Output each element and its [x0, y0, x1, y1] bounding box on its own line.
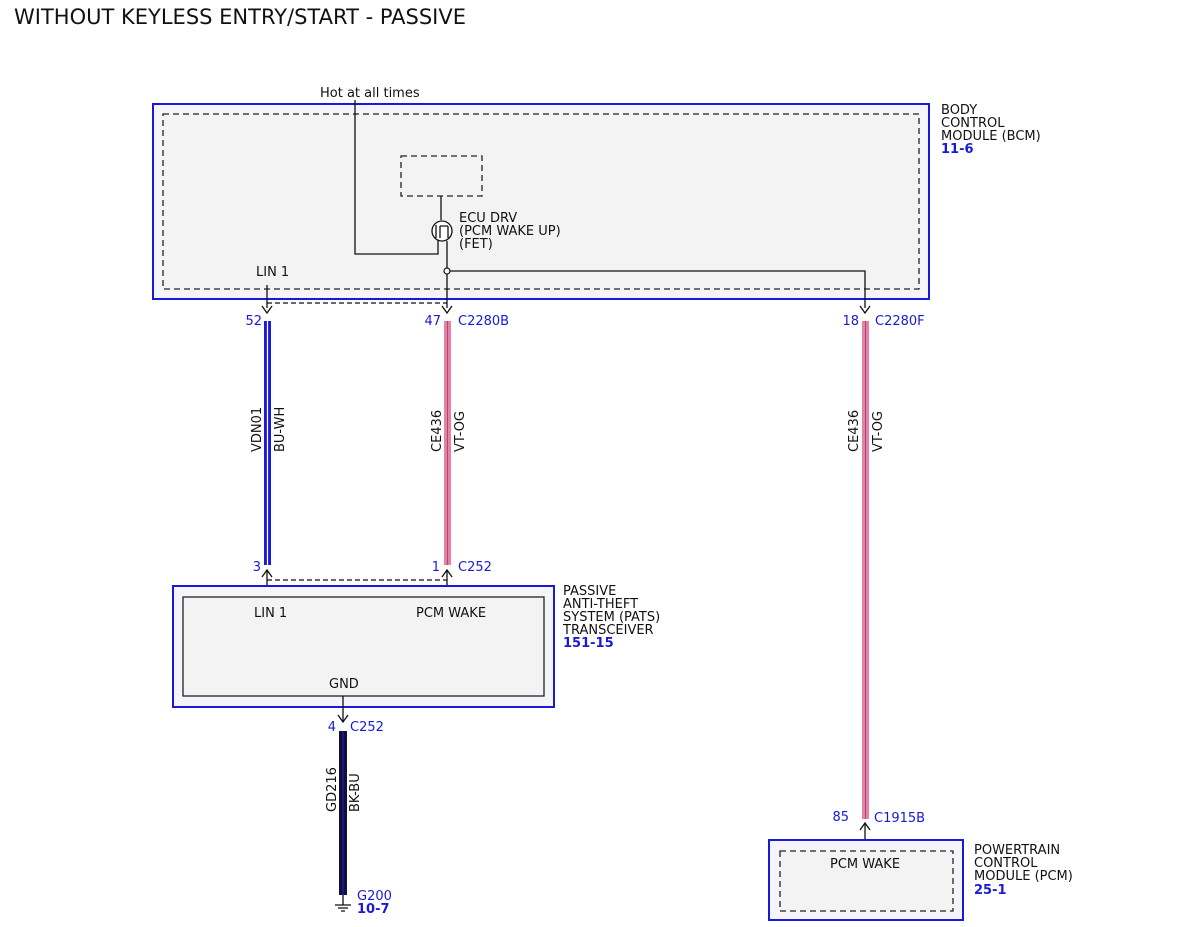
fet-label: ECU DRV (PCM WAKE UP) (FET) [459, 211, 565, 252]
bcm-name: BODY CONTROL MODULE (BCM) [941, 103, 1041, 144]
pats-module[interactable] [172, 585, 555, 708]
pin-3-label: 3 [253, 560, 261, 575]
connector-c2280f-label: C2280F [875, 314, 925, 329]
pin-47-arrow [441, 305, 453, 315]
wire-vdn01-color: BU-WH [273, 407, 288, 452]
wire-ce436-pcm-color: VT-OG [871, 411, 886, 452]
pin-52-arrow [261, 305, 273, 315]
pats-lin-label: LIN 1 [254, 606, 287, 621]
wire-vdn01[interactable] [264, 321, 271, 565]
power-feed-line [354, 100, 439, 255]
pin-52-label: 52 [245, 314, 262, 329]
pin-18-label: 18 [842, 314, 859, 329]
connector-c2280b-label: C2280B [458, 314, 509, 329]
wire-vdn01-circuit: VDN01 [250, 407, 265, 452]
ground-ref-link[interactable]: 10-7 [357, 902, 390, 917]
wire-ce436-pcm-circuit: CE436 [847, 410, 862, 452]
pats-name: PASSIVE ANTI-THEFT SYSTEM (PATS) TRANSCE… [562, 584, 664, 638]
ground-symbol-icon [335, 895, 351, 912]
splice-node [443, 267, 451, 275]
pin-4-label: 4 [328, 720, 336, 735]
wire-gd216[interactable] [339, 731, 347, 895]
pats-gnd-label: GND [329, 677, 359, 692]
pin-1-label: 1 [432, 560, 440, 575]
wire-gd216-color: BK-BU [348, 773, 363, 812]
wire-ce436-pats[interactable] [444, 321, 451, 565]
fet-transistor-icon [431, 220, 453, 242]
bcm-lin-label: LIN 1 [256, 265, 289, 280]
connector-c252-bottom-label: C252 [350, 720, 384, 735]
pin-18-arrow [859, 305, 871, 315]
wire-ce436-pcm[interactable] [862, 321, 869, 819]
wire-ce436-pats-color: VT-OG [453, 411, 468, 452]
wire-gd216-circuit: GD216 [325, 767, 340, 812]
pin-47-label: 47 [424, 314, 441, 329]
wire-ce436-pats-circuit: CE436 [430, 410, 445, 452]
pats-wake-label: PCM WAKE [416, 606, 486, 621]
ground-point-label: G200 [357, 889, 392, 904]
pin-85-label: 85 [832, 810, 849, 825]
bcm-ref-link[interactable]: 11-6 [941, 142, 974, 157]
pats-ref-link[interactable]: 151-15 [563, 636, 614, 651]
page-title: WITHOUT KEYLESS ENTRY/START - PASSIVE [14, 5, 466, 29]
pcm-name: POWERTRAIN CONTROL MODULE (PCM) [974, 843, 1073, 884]
connector-c252-top-label: C252 [458, 560, 492, 575]
pin-4-arrow [337, 714, 349, 724]
pcm-module[interactable] [768, 839, 964, 921]
power-label: Hot at all times [320, 86, 420, 101]
bcm-module[interactable] [152, 103, 930, 300]
connector-c1915b-label: C1915B [874, 811, 925, 826]
pcm-wake-label: PCM WAKE [830, 857, 900, 872]
pcm-ref-link[interactable]: 25-1 [974, 883, 1007, 898]
bcm-to-pcm-branch [450, 270, 866, 308]
